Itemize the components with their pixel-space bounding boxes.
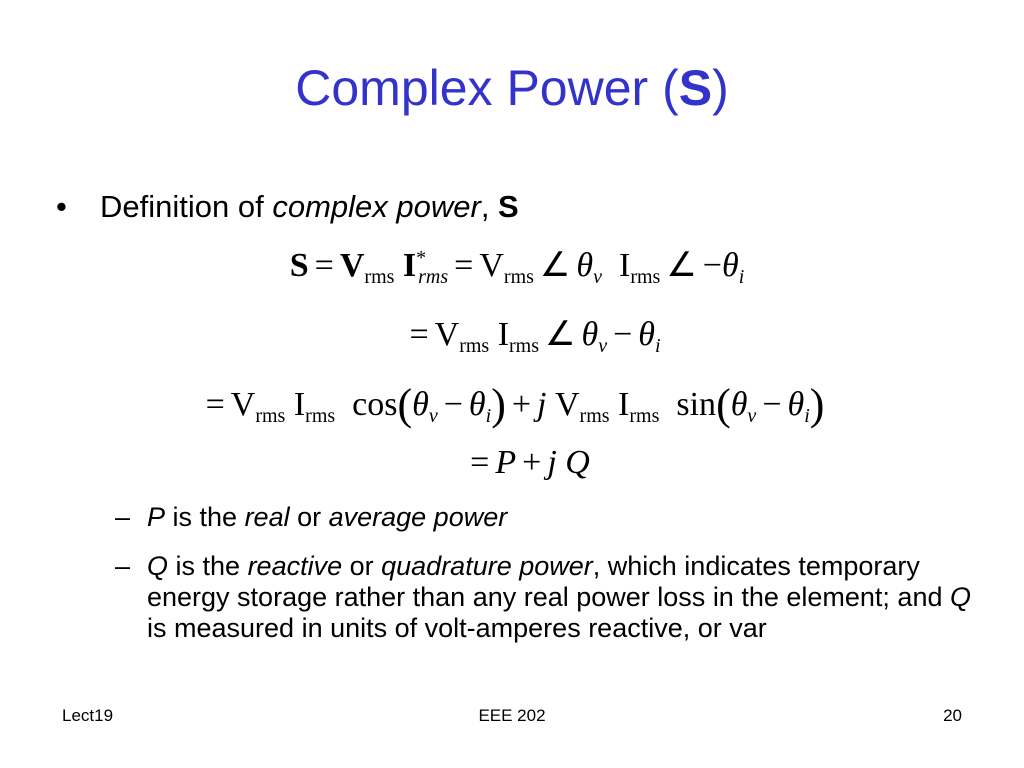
definition-prefix: Definition of	[100, 189, 273, 224]
title-bold-s: S	[678, 60, 713, 116]
definition-italic: complex power	[272, 189, 481, 224]
eq2-I: I	[497, 316, 510, 353]
eq1-angle: ∠	[539, 247, 571, 284]
eq4-Q: Q	[565, 444, 590, 481]
sub1-t2: or	[289, 502, 329, 532]
eq2-angle: ∠	[545, 316, 576, 353]
eq1-V2: V	[479, 247, 504, 284]
eq1-equals: =	[314, 247, 334, 284]
eq1-sub-i: i	[738, 266, 745, 288]
eq3-V2: V	[554, 386, 580, 423]
definition-text: Definition of complex power, S	[100, 188, 519, 225]
eq4-plus: +	[522, 444, 542, 481]
sub2-t4: is measured in units of volt-amperes rea…	[147, 613, 767, 643]
eq4-equals: =	[470, 444, 490, 481]
eq3-sub-i-2: i	[804, 405, 810, 427]
eq1-rms-3: rms	[630, 266, 661, 288]
slide-title: Complex Power (S)	[0, 58, 1024, 118]
eq1-equals-2: =	[454, 247, 474, 284]
eq3-I2: I	[618, 386, 630, 423]
eq1-angle-2: ∠	[666, 247, 697, 284]
eq1-I: I	[402, 247, 417, 284]
sub2-Q: Q	[147, 551, 169, 581]
eq2-sub-v: v	[598, 335, 608, 357]
footer-center: EEE 202	[478, 706, 546, 725]
eq1-theta-v: θ	[576, 247, 594, 284]
eq3-j: j	[537, 386, 547, 423]
eq3-I: I	[293, 386, 306, 423]
eq1-S: S	[289, 247, 309, 284]
eq3-equals: =	[205, 386, 225, 423]
sub-item-real-power: – P is the real or average power	[115, 502, 975, 534]
eq4-P: P	[495, 444, 517, 481]
eq1-rms-2: rms	[503, 266, 534, 288]
sub2-reactive: reactive	[247, 551, 343, 581]
eq3-minus: −	[443, 386, 463, 423]
sub2-t1: is the	[168, 551, 248, 581]
sub2-t2: or	[342, 551, 382, 581]
definition-comma: ,	[480, 189, 499, 224]
eq3-rparen: )	[491, 380, 506, 429]
equation-line-3: =Vrms Irms cos(θv−θi)+j Vrms Irms sin(θv…	[0, 383, 1024, 427]
eq3-minus-2: −	[762, 386, 782, 423]
eq3-cos: cos	[352, 386, 398, 423]
equation-line-4: =P+j Q	[0, 446, 1024, 480]
eq2-minus: −	[613, 316, 633, 353]
sub1-average-power: average power	[328, 502, 508, 532]
sub-item-reactive-power: – Q is the reactive or quadrature power,…	[115, 551, 975, 681]
sub2-t3: , which indicates temporary energy stora…	[147, 551, 950, 612]
eq1-sub-v: v	[593, 266, 602, 288]
definition-bold: S	[498, 189, 519, 224]
sub-item-2-text: Q is the reactive or quadrature power, w…	[147, 551, 975, 644]
sub1-real: real	[244, 502, 290, 532]
eq3-sub-v: v	[428, 405, 438, 427]
eq3-rparen-2: )	[809, 380, 825, 429]
eq1-theta-i: θ	[721, 247, 739, 284]
title-close: )	[712, 60, 729, 116]
eq3-plus: +	[511, 386, 532, 423]
sub-item-2-dash: –	[115, 551, 131, 581]
eq2-rms: rms	[459, 335, 490, 357]
eq3-sub-v-2: v	[747, 405, 757, 427]
equation-line-2: =Vrms Irms∠θv−θi	[0, 316, 1024, 357]
eq1-conj-star: *	[416, 247, 427, 269]
eq1-rms: rms	[364, 266, 395, 288]
eq3-rms: rms	[255, 405, 286, 427]
equation-line-1: S=Vrms I*rms=Vrms∠θv Irms∠−θi	[0, 248, 1024, 287]
footer-left: Lect19	[62, 706, 114, 725]
sub1-P: P	[147, 502, 166, 532]
sub-item-1-text: P is the real or average power	[147, 502, 975, 533]
sub-item-1-dash: –	[115, 502, 131, 532]
eq3-V: V	[230, 386, 256, 423]
eq2-theta-v: θ	[581, 316, 599, 353]
eq1-V: V	[339, 247, 365, 284]
bullet-marker: •	[56, 189, 67, 224]
title-text: Complex Power (	[295, 60, 679, 116]
eq3-rms-3: rms	[579, 405, 610, 427]
eq3-sub-i: i	[485, 405, 492, 427]
eq3-lparen: (	[397, 380, 413, 429]
eq2-equals: =	[409, 316, 429, 353]
eq2-V: V	[434, 316, 460, 353]
eq1-minus: −	[702, 247, 722, 284]
eq4-j: j	[547, 444, 557, 481]
eq3-theta-v-2: θ	[730, 386, 748, 423]
eq3-sin: sin	[676, 386, 717, 423]
eq2-theta-i: θ	[638, 316, 655, 353]
eq3-rms-2: rms	[305, 405, 336, 427]
footer-page-number: 20	[943, 706, 962, 725]
sub2-quadrature-power: quadrature power	[381, 551, 593, 581]
eq3-theta-i-2: θ	[787, 386, 805, 423]
eq2-sub-i: i	[654, 335, 661, 357]
sub1-t1: is the	[165, 502, 245, 532]
eq1-rms-italic: rms	[418, 266, 449, 288]
eq3-lparen-2: (	[716, 380, 731, 429]
sub2-Q2: Q	[949, 582, 971, 612]
eq2-rms-2: rms	[509, 335, 540, 357]
eq3-rms-4: rms	[629, 405, 660, 427]
eq1-I2: I	[618, 247, 631, 284]
eq3-theta-i: θ	[468, 386, 486, 423]
eq3-theta-v: θ	[412, 386, 429, 423]
